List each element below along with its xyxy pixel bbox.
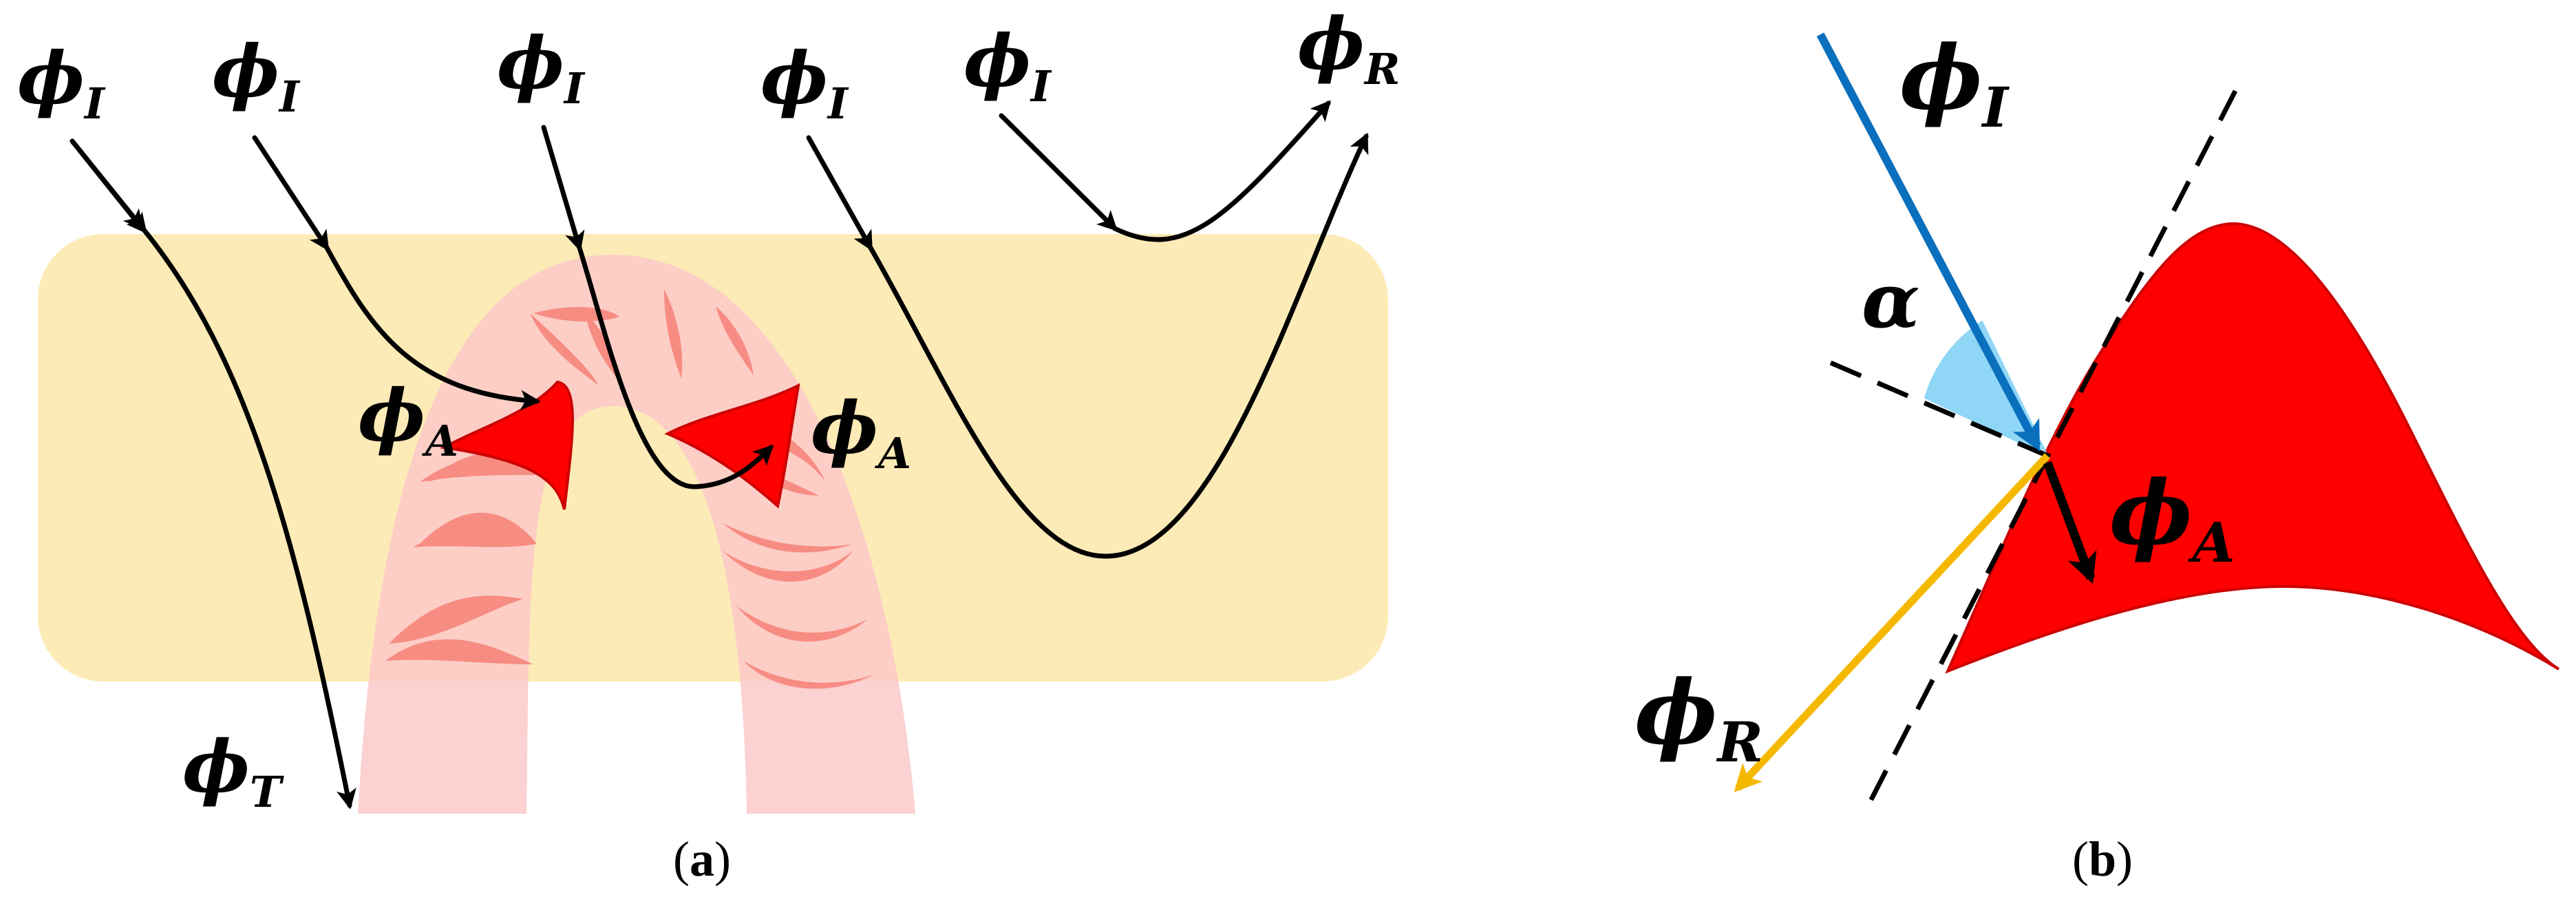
label-incident-b: ϕI xyxy=(1899,27,2010,140)
caption-a: (a) xyxy=(673,832,731,887)
label-angle: α xyxy=(1862,256,1920,345)
reflected-ray-b xyxy=(1734,453,2051,792)
label-incident-2: ϕI xyxy=(212,29,301,122)
label-incident-3: ϕI xyxy=(497,21,586,114)
ray-reflected-shallow-incident xyxy=(999,113,1118,232)
label-incident-1: ϕI xyxy=(17,36,106,129)
normal-line xyxy=(1829,360,2049,458)
ray-absorbed-left-incident xyxy=(252,135,330,251)
label-absorbed-left: ϕA xyxy=(358,373,458,466)
caption-b: (b) xyxy=(2072,832,2133,887)
ray-reflected-shallow-path xyxy=(1112,100,1331,242)
panel-a: ϕI ϕI ϕI ϕI ϕI ϕR ϕA ϕA ϕT (a) xyxy=(17,1,1400,887)
label-reflected-b: ϕR xyxy=(1635,662,1763,774)
ray-transmitted-mid-arrow xyxy=(70,138,144,231)
ray-absorbed-right-path xyxy=(577,245,774,489)
incident-ray-b xyxy=(1816,32,2041,452)
ray-absorbed-left-path xyxy=(324,245,541,410)
particle-left xyxy=(439,380,574,510)
particle-right xyxy=(664,383,800,509)
ray-transmitted xyxy=(70,138,356,810)
tangent-line xyxy=(1864,89,2238,810)
label-absorbed-b: ϕA xyxy=(2109,462,2235,575)
panel-b: ϕI α ϕA ϕR (b) xyxy=(1635,27,2560,887)
ray-reflected-deep-incident xyxy=(806,135,873,252)
label-incident-4: ϕI xyxy=(760,36,849,129)
absorbed-ray-b xyxy=(2043,461,2097,584)
ray-absorbed-right-incident xyxy=(541,125,585,252)
label-reflected: ϕR xyxy=(1297,1,1400,94)
label-transmitted: ϕT xyxy=(182,724,284,817)
label-absorbed-right: ϕA xyxy=(811,386,911,478)
label-incident-5: ϕI xyxy=(964,19,1052,112)
ray-reflected-deep-path xyxy=(868,132,1369,559)
